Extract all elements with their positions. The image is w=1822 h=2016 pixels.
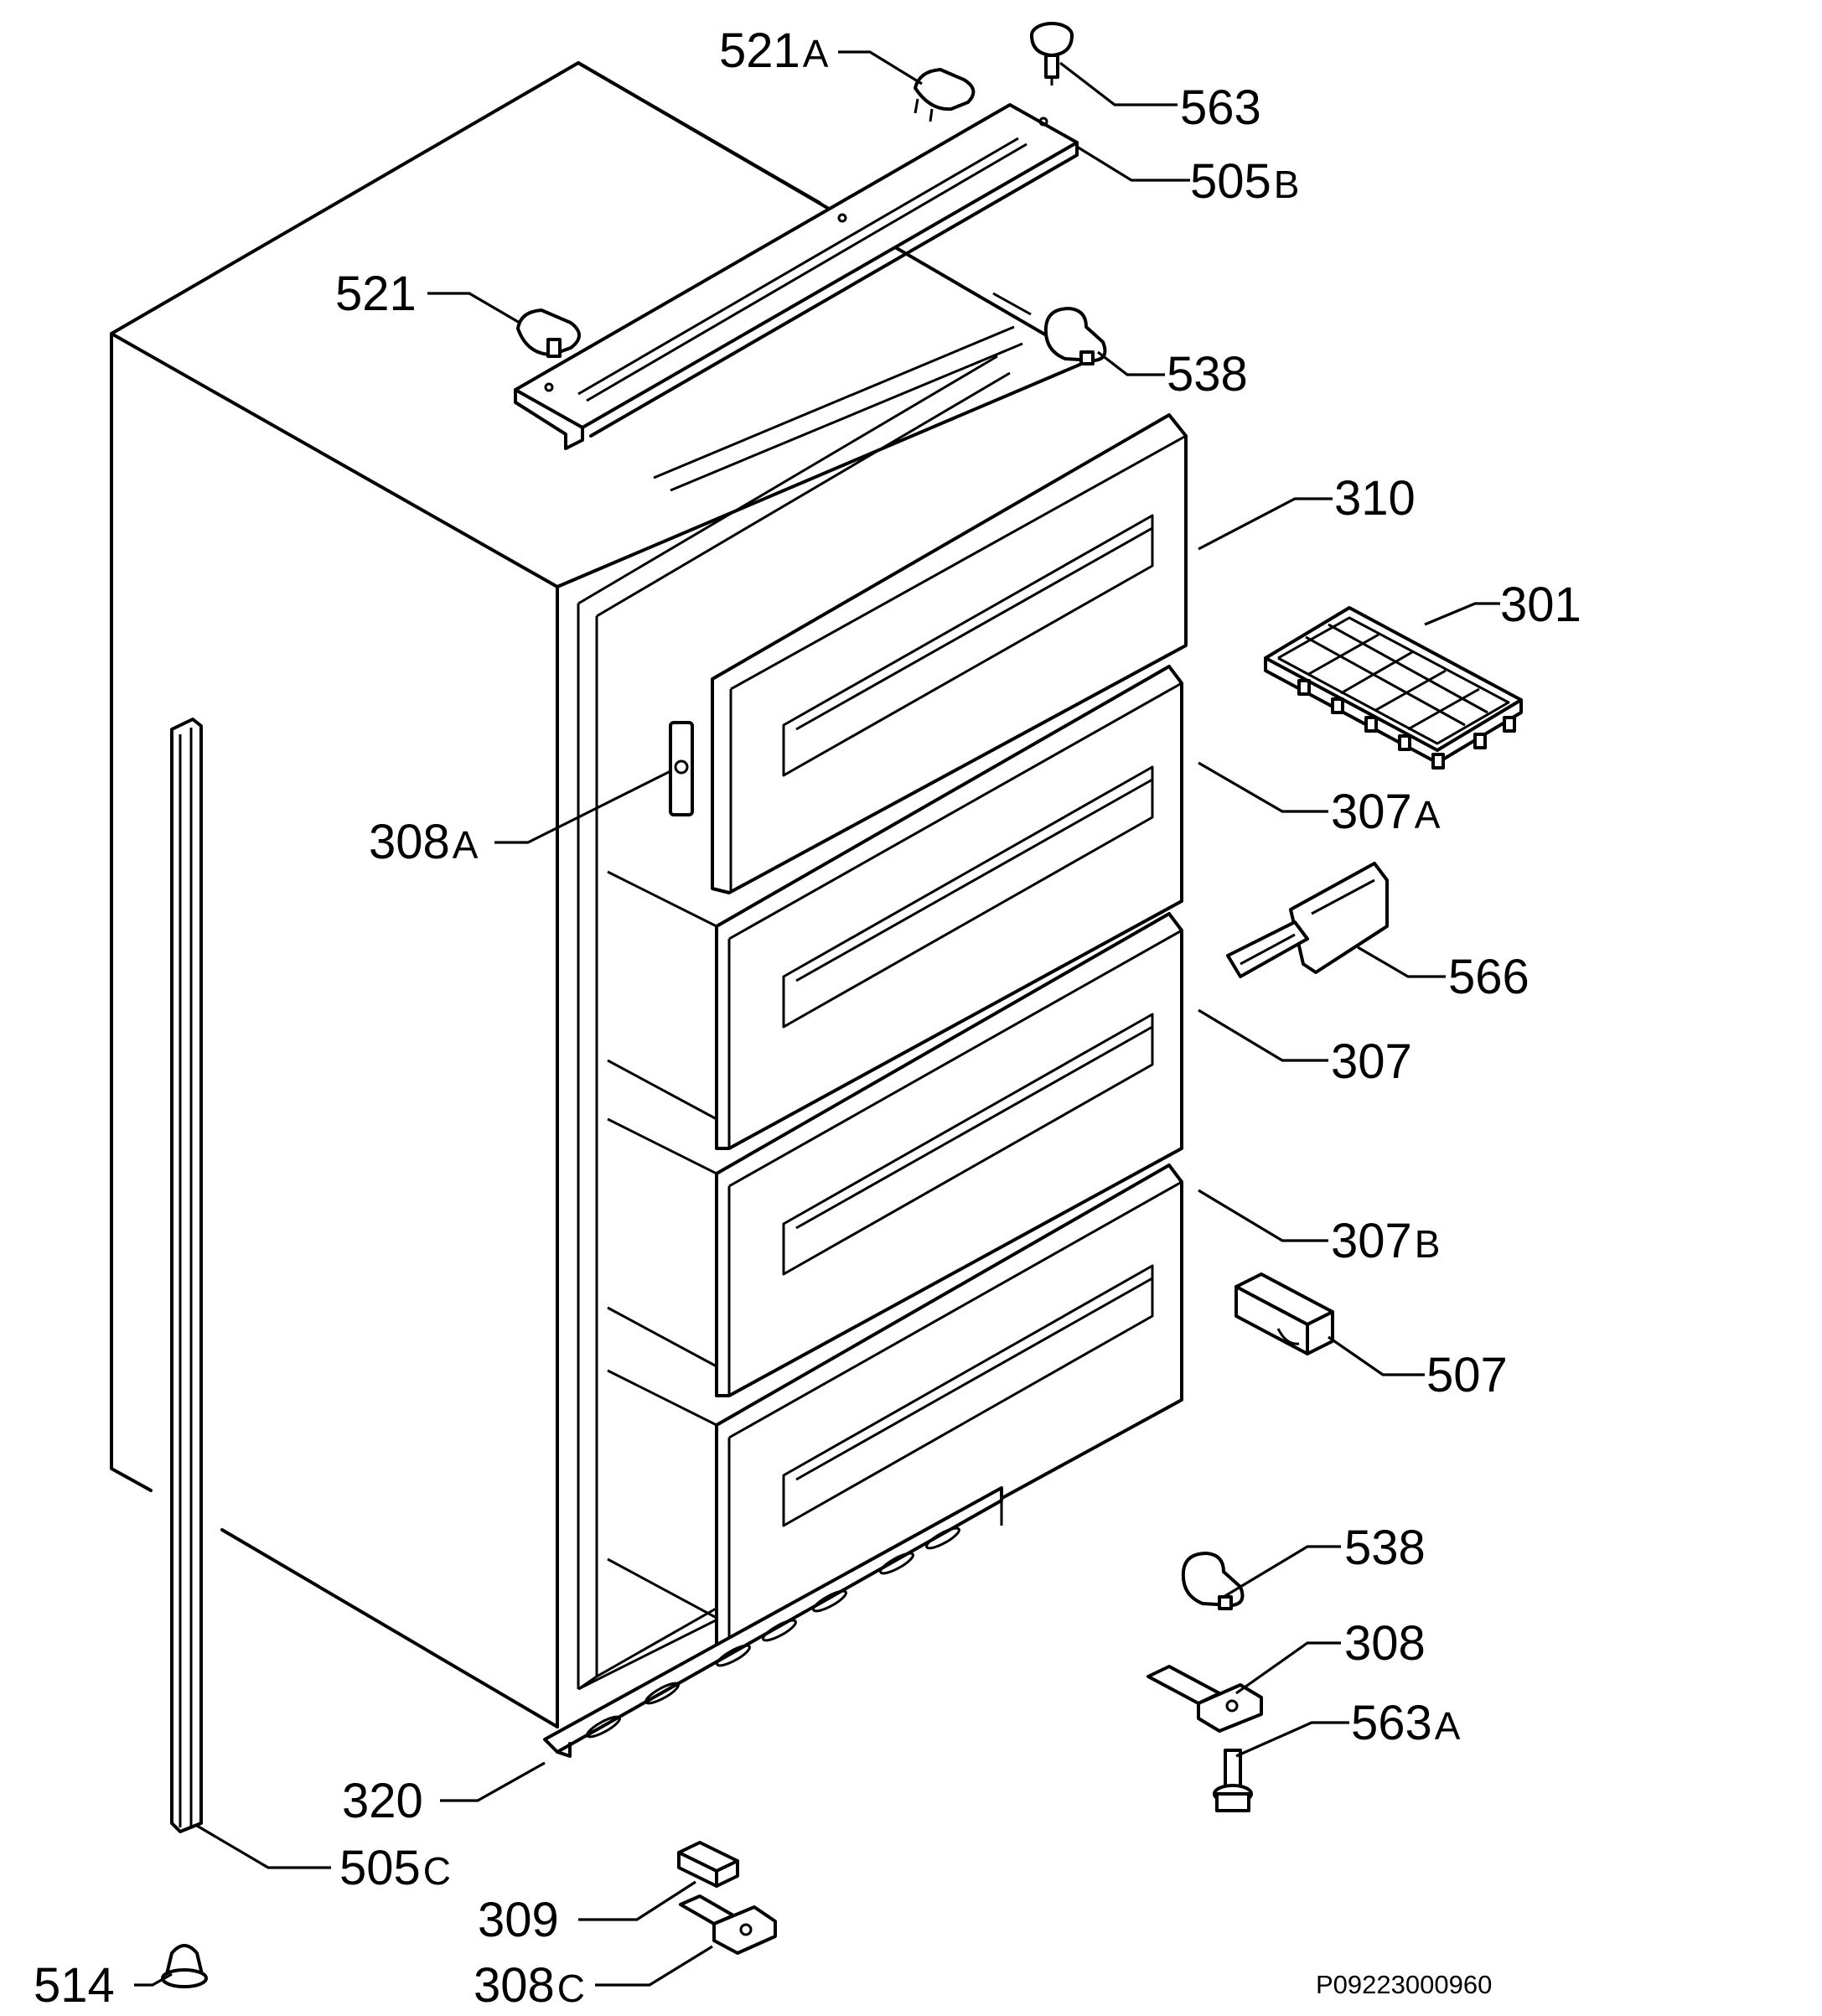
- part-521-clip: [516, 308, 581, 358]
- part-301-ice-tray: [1264, 606, 1523, 770]
- part-505C-door-seal: [170, 718, 203, 1833]
- callout-521: 521: [335, 267, 417, 321]
- part-563A-screw: [1213, 1749, 1253, 1812]
- part-538-bottom-clip: [1181, 1552, 1245, 1610]
- callout-505B: 505B: [1190, 154, 1300, 209]
- callout-308: 308: [1344, 1616, 1426, 1671]
- callout-309: 309: [478, 1893, 559, 1947]
- callout-307A: 307A: [1331, 785, 1441, 839]
- callout-307: 307: [1331, 1034, 1412, 1089]
- part-514-foot: [161, 1944, 208, 1988]
- callout-514: 514: [34, 1958, 115, 2013]
- callout-507: 507: [1426, 1348, 1508, 1402]
- drawing-code: P09223000960: [1316, 1970, 1493, 1999]
- part-563-screw: [1030, 22, 1074, 86]
- part-309-cap: [677, 1841, 739, 1888]
- callout-505C: 505C: [339, 1841, 452, 1895]
- leader-lines: [134, 50, 1500, 1987]
- callout-538-bottom: 538: [1344, 1521, 1426, 1575]
- part-320-bottom-strip: [543, 1486, 1003, 1758]
- drawer-307A: [607, 665, 1183, 1150]
- callout-320: 320: [342, 1774, 423, 1828]
- callout-307B: 307B: [1331, 1214, 1441, 1268]
- callout-563: 563: [1180, 80, 1261, 135]
- part-566-scraper: [1226, 862, 1389, 978]
- part-308A-hinge: [669, 721, 694, 816]
- part-308-hinge: [1147, 1665, 1263, 1733]
- callout-308C: 308C: [474, 1958, 586, 2013]
- callout-301: 301: [1500, 578, 1581, 632]
- callout-538-top: 538: [1167, 347, 1248, 402]
- drawer-307B: [607, 1163, 1183, 1649]
- drawer-307: [607, 912, 1183, 1397]
- part-308C-hinge: [679, 1894, 777, 1955]
- callout-563A: 563A: [1351, 1696, 1461, 1750]
- part-507-block: [1235, 1272, 1334, 1355]
- flap-310: [711, 413, 1188, 894]
- cabinet-body: [110, 61, 1091, 1728]
- part-505B-hinge-strip: [514, 103, 1079, 450]
- callout-566: 566: [1448, 950, 1530, 1004]
- part-538-top-clip: [1043, 307, 1107, 365]
- callout-521A: 521A: [719, 23, 829, 78]
- callout-310: 310: [1334, 471, 1416, 526]
- part-521A-clip: [914, 68, 976, 122]
- callout-308A: 308A: [369, 815, 479, 869]
